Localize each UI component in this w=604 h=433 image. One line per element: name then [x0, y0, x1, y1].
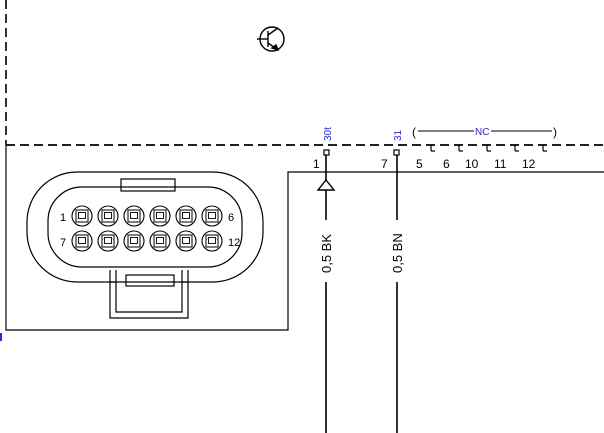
- pin-number-12: 12: [522, 157, 536, 171]
- connector-cavity-4: [149, 205, 171, 227]
- connector-cavity-2: [97, 205, 119, 227]
- cavity-label-top-left: 1: [60, 212, 66, 224]
- connector-cavity-7: [71, 230, 93, 252]
- pin-number-10: 10: [465, 157, 479, 171]
- transistor-icon: [257, 26, 285, 52]
- connector-face: [26, 171, 264, 319]
- signal-label-30t: 30t: [323, 127, 334, 141]
- connector-cavity-8: [97, 230, 119, 252]
- connector-cavity-10: [149, 230, 171, 252]
- connector-cavity-5: [175, 205, 197, 227]
- component-boundary: [5, 0, 604, 146]
- connector-cavity-6: [201, 205, 223, 227]
- pin-number-6: 6: [443, 157, 450, 171]
- connector-cavities: [71, 205, 223, 252]
- wire-label-bk: 0,5 BK: [319, 234, 334, 273]
- cavity-label-bottom-right: 12: [228, 237, 240, 249]
- pin-number-1: 1: [313, 157, 320, 171]
- cavity-label-top-right: 6: [228, 212, 234, 224]
- connector-cavity-3: [123, 205, 145, 227]
- wire-bk: [316, 155, 336, 433]
- connector-cavity-11: [175, 230, 197, 252]
- nc-bracket: ( NC ): [412, 125, 557, 139]
- nc-label: NC: [475, 127, 489, 138]
- connector-cavity-9: [123, 230, 145, 252]
- cavity-label-bottom-left: 7: [60, 237, 66, 249]
- nc-bracket-open: (: [412, 125, 416, 139]
- connector-pin-labels: 1 6 7 12: [60, 212, 240, 249]
- connector-housing-frame: [5, 145, 604, 331]
- pin-number-5: 5: [416, 157, 423, 171]
- pin-ticks: [323, 145, 547, 156]
- connector-cavity-12: [201, 230, 223, 252]
- wire-label-bn: 0,5 BN: [390, 233, 405, 273]
- pin-row: 1 7 5 6 10 11 12: [313, 157, 536, 171]
- pin-number-7: 7: [381, 157, 388, 171]
- nc-bracket-close: ): [553, 125, 557, 139]
- connector-cavity-1: [71, 205, 93, 227]
- signal-label-31: 31: [393, 129, 404, 141]
- pin-number-11: 11: [494, 157, 507, 171]
